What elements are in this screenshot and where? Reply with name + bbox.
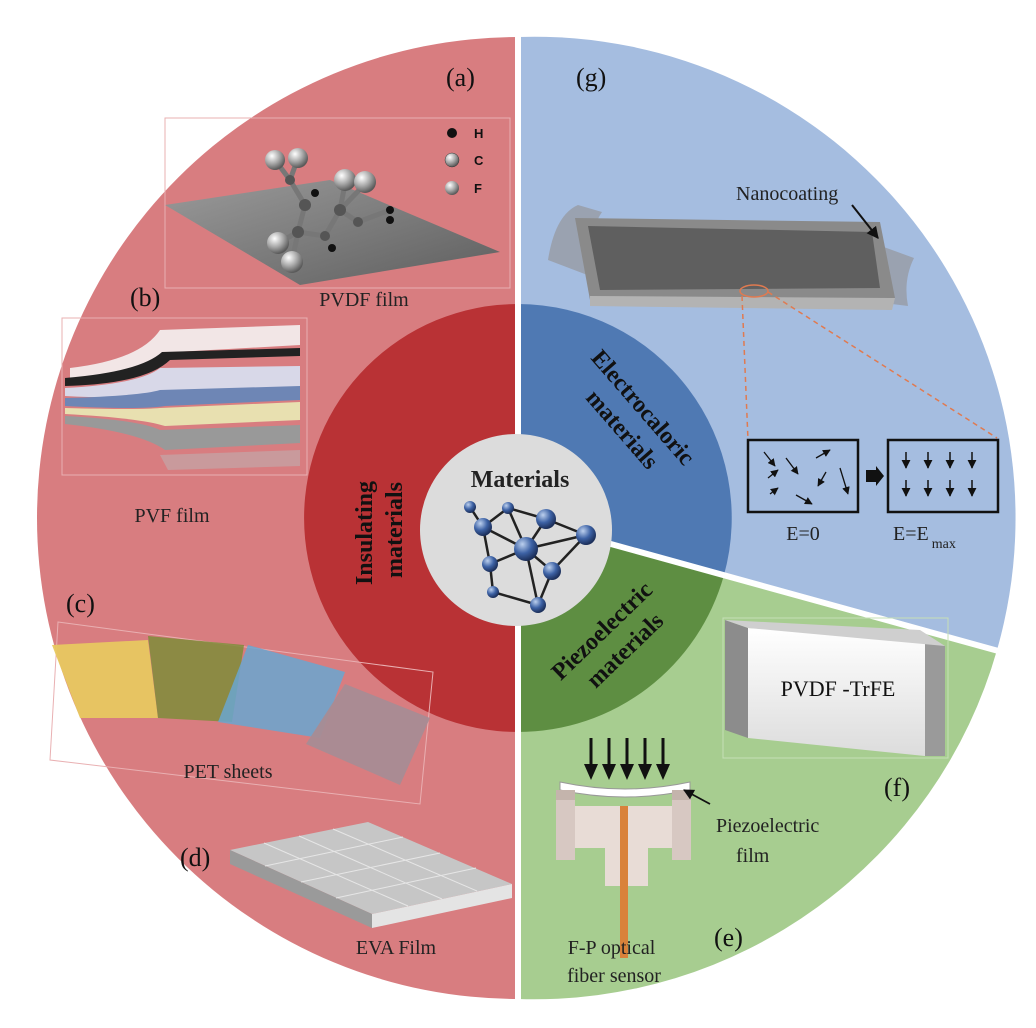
state-zero-label: E=0	[786, 523, 820, 545]
electrocaloric-device	[548, 205, 914, 310]
legend-f: F	[474, 181, 482, 196]
pressure-arrows	[589, 738, 665, 766]
pvdf-plate	[165, 180, 500, 285]
panel-a-frame	[164, 117, 511, 289]
insulating-ring	[304, 304, 518, 732]
piezo-film-label: Piezoelectric film	[716, 815, 824, 867]
pvf-layer-stack	[65, 325, 300, 470]
divider-diagonal	[599, 538, 1003, 655]
aligned-dipole-arrows	[901, 452, 977, 497]
panel-c-frame	[49, 621, 434, 805]
panel-d-letter: (d)	[180, 843, 210, 872]
pressure-arrowheads	[584, 764, 670, 780]
center-circle	[420, 434, 612, 626]
random-dipole-arrows	[763, 449, 850, 505]
legend-c: C	[474, 153, 484, 168]
panel-c-caption: PET sheets	[183, 761, 272, 783]
center-title: Materials	[471, 467, 570, 493]
atom-legend: H C F	[444, 126, 484, 196]
panel-g-letter: (g)	[576, 63, 606, 92]
pet-sheet-gray	[306, 684, 430, 785]
panel-c-letter: (c)	[66, 589, 95, 618]
polarization-aligned-box	[886, 438, 1000, 514]
pet-sheets	[52, 636, 430, 785]
pet-sheet-olive	[148, 636, 244, 722]
nanocoating-label: Nanocoating	[736, 183, 838, 205]
pvdf-trfe-label: PVDF -TrFE	[781, 676, 896, 701]
zoom-line-left	[741, 295, 749, 441]
nanocoating-arrow	[851, 204, 879, 239]
polarization-random-box	[746, 438, 860, 514]
film-arrow	[683, 789, 711, 805]
panel-a-caption: PVDF film	[319, 289, 409, 311]
pet-sheet-yellow	[52, 640, 158, 718]
panel-b-caption: PVF film	[134, 505, 209, 527]
panel-d-caption: EVA Film	[356, 937, 437, 959]
pvdf-trfe-device	[725, 620, 945, 756]
transition-arrow	[866, 466, 884, 486]
panel-f-frame	[722, 617, 949, 759]
panel-b-letter: (b)	[130, 283, 160, 312]
fiber-sensor-label: F-P optical fiber sensor	[567, 937, 661, 987]
panel-f-letter: (f)	[884, 773, 910, 802]
insulating-label: Insulating materials	[352, 475, 408, 585]
pvdf-atoms	[265, 148, 394, 273]
legend-h: H	[474, 126, 483, 141]
molecule-nodes	[464, 501, 596, 613]
optical-fiber	[620, 806, 628, 958]
panel-a-letter: (a)	[446, 63, 475, 92]
zoom-line-right	[767, 291, 998, 439]
panel-b-frame	[61, 317, 308, 476]
eva-film	[230, 822, 512, 928]
zoom-spot	[739, 284, 769, 298]
pet-sheet-blue	[218, 645, 345, 738]
panel-e-letter: (e)	[714, 923, 743, 952]
